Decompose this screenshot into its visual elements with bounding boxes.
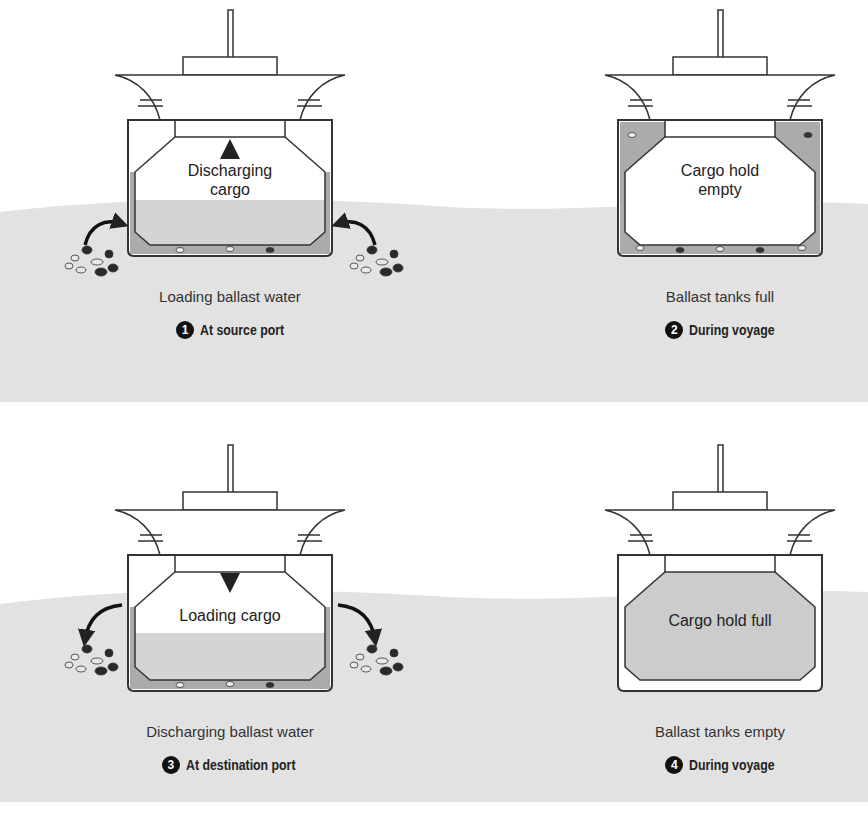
panel-caption: Discharging ballast water xyxy=(146,723,314,740)
callout-number: 3 xyxy=(162,756,180,774)
hold-label: Cargo hold full xyxy=(668,611,771,630)
step-line: 2 During voyage xyxy=(665,321,786,339)
cargo-hold: Loading cargo xyxy=(170,606,290,625)
hold-label: Discharging cargo xyxy=(170,161,290,199)
step-line: 3 At destination port xyxy=(162,756,310,774)
panel-caption: Ballast tanks empty xyxy=(655,723,785,740)
hold-label: Loading cargo xyxy=(179,606,280,625)
ship xyxy=(65,445,403,691)
sea xyxy=(0,590,868,802)
step-name: At source port xyxy=(200,322,284,338)
step-name: At destination port xyxy=(186,757,296,773)
step-line: 1 At source port xyxy=(176,321,296,339)
step-name: During voyage xyxy=(689,757,775,773)
ship xyxy=(605,10,835,256)
cargo-hold: Discharging cargo xyxy=(170,161,290,199)
panel-caption: Loading ballast water xyxy=(159,288,301,305)
cargo-hold: Cargo hold full xyxy=(660,611,780,630)
ship xyxy=(605,445,835,691)
ship xyxy=(65,10,403,276)
step-name: During voyage xyxy=(689,322,775,338)
step-line: 4 During voyage xyxy=(665,756,786,774)
panel-caption: Ballast tanks full xyxy=(666,288,774,305)
cargo-hold: Cargo hold empty xyxy=(660,161,780,199)
callout-number: 1 xyxy=(176,321,194,339)
callout-number: 4 xyxy=(665,756,683,774)
callout-number: 2 xyxy=(665,321,683,339)
hold-label: Cargo hold empty xyxy=(660,161,780,199)
